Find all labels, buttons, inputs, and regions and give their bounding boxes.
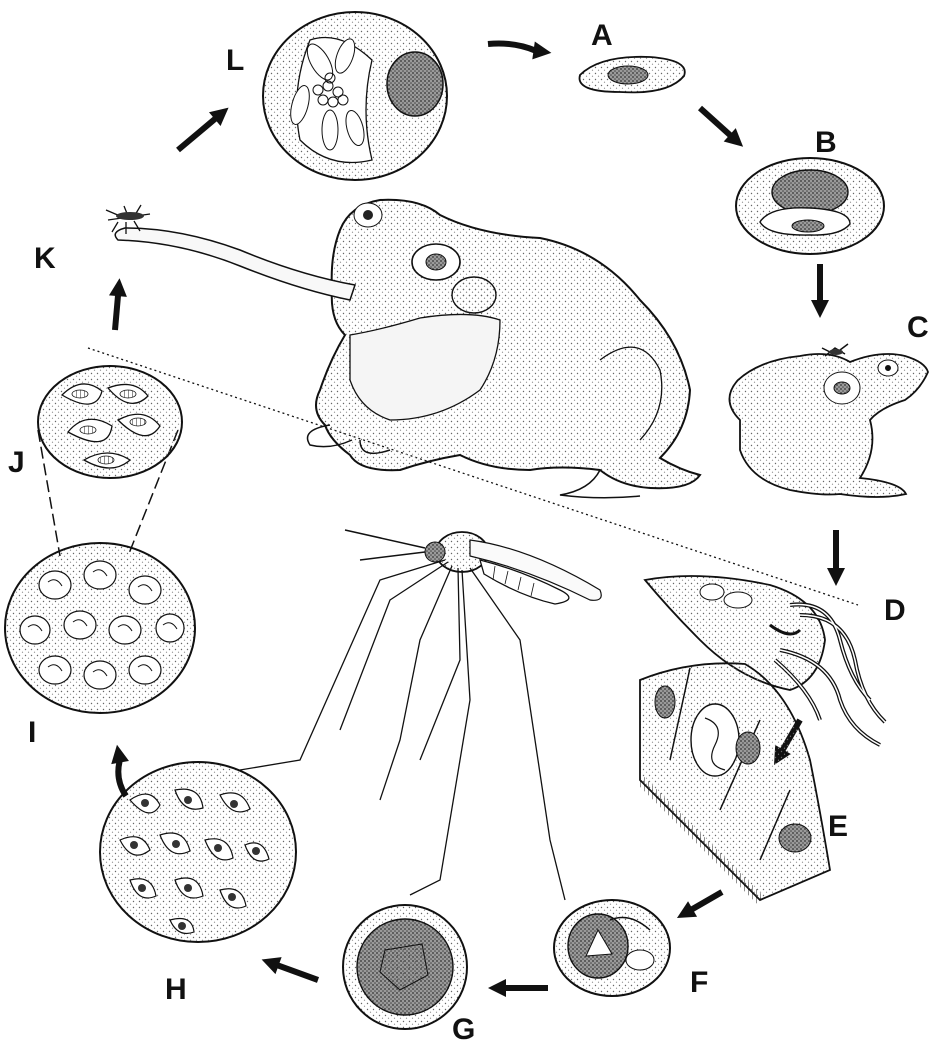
label-i: I [28,718,36,748]
label-j: J [8,448,25,478]
arrow-g-to-h [259,951,322,988]
arrow-j-to-k [106,277,128,330]
arrow-f-to-g [488,979,548,997]
stage-h-sporocysts [100,762,296,942]
label-k: K [34,244,56,274]
stage-l-cell [263,12,447,180]
stage-j-sporocysts [38,366,182,478]
arrow-a-to-b [694,101,749,153]
stage-c-frog [729,344,928,497]
label-f: F [690,968,708,998]
arrow-b-to-c [811,264,829,318]
stage-b-cell [736,158,884,254]
arrow-l-to-a [487,35,553,62]
stage-g-cyst [343,905,467,1029]
stage-f-oocyst [554,900,670,996]
frog-illustration [106,200,700,498]
stage-i-cyst [5,543,195,713]
label-b: B [815,128,837,158]
stage-e-epithelium [640,663,830,900]
label-l: L [226,46,244,76]
arrow-c-to-d [827,530,845,586]
label-c: C [907,313,929,343]
stage-a-cell [580,57,685,93]
label-e: E [828,812,848,842]
arrow-e-to-f [672,884,726,926]
label-g: G [452,1015,475,1045]
label-d: D [884,596,906,626]
label-h: H [165,975,187,1005]
arrow-k-to-l [172,101,234,157]
label-a: A [591,21,613,51]
